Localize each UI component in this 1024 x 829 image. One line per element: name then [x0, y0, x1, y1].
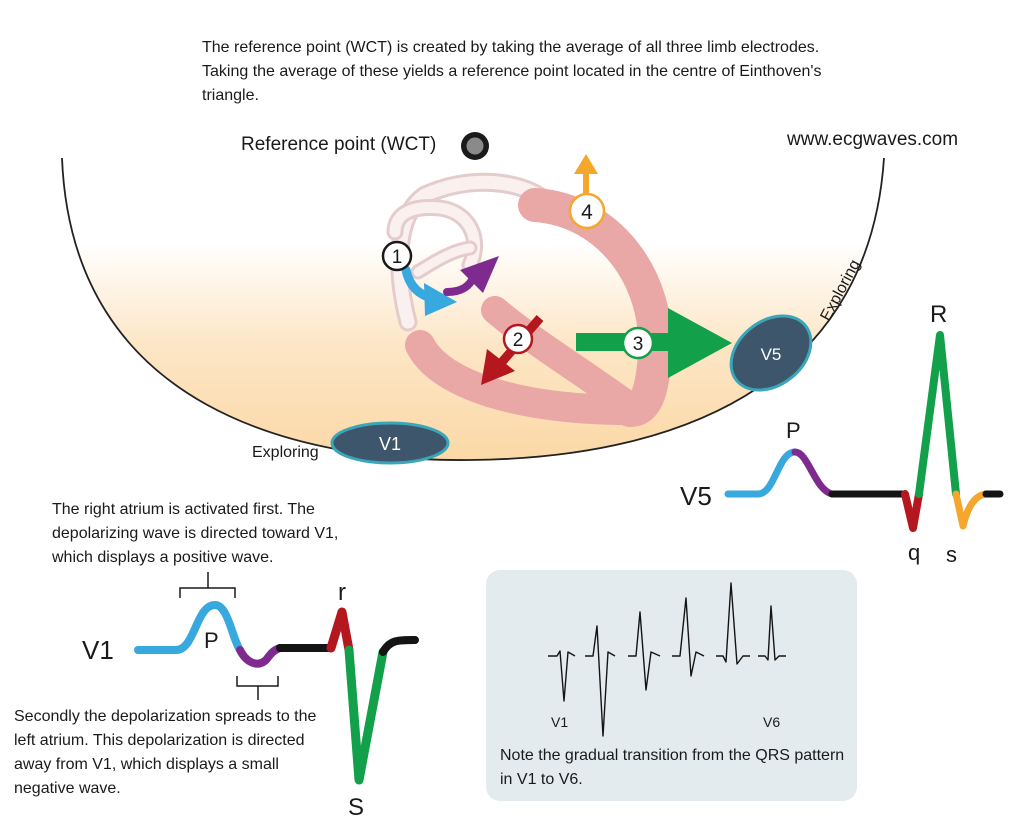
mini-trace-v4	[672, 597, 705, 677]
note-left-atrium: Secondly the depolarization spreads to t…	[14, 708, 317, 797]
note-right-atrium: The right atrium is activated first. The…	[52, 501, 339, 566]
chest-outline	[61, 157, 885, 461]
transition-note: Note the gradual transition from the QRS…	[500, 747, 845, 788]
vector-3-label: 3	[633, 334, 644, 355]
mini-trace-v2	[585, 625, 616, 737]
website-label: www.ecgwaves.com	[787, 129, 959, 150]
electrode-v1-role-label: Exploring	[252, 444, 319, 461]
vector-3: 3	[576, 308, 732, 378]
v1-lead-label: V1	[82, 635, 114, 665]
v5-q-label: q	[908, 540, 920, 565]
vector-2: 2	[481, 315, 544, 385]
reference-point-label: Reference point (WCT)	[241, 134, 437, 155]
electrode-v5: V5	[729, 314, 813, 392]
vector-4-label: 4	[581, 201, 593, 224]
transition-first-lead-label: V1	[551, 714, 568, 730]
v5-p-label: P	[786, 418, 801, 443]
v1-p-label: P	[204, 628, 219, 653]
mini-trace-v3	[628, 611, 661, 691]
intro-text: The reference point (WCT) is created by …	[202, 39, 822, 104]
v5-s-label: s	[946, 542, 957, 567]
p-wave-bracket-top	[179, 572, 236, 598]
electrode-v1: V1	[330, 421, 450, 465]
v1-s-label: S	[348, 794, 364, 821]
mini-trace-v6	[758, 605, 786, 661]
transition-panel	[486, 570, 857, 801]
mini-trace-v5	[716, 582, 750, 665]
precordial-transition-traces	[548, 582, 786, 737]
electrode-v5-label: V5	[761, 345, 782, 364]
vector-1: 1	[381, 240, 499, 316]
vector-2-label: 2	[513, 330, 524, 351]
vector-1-label: 1	[392, 247, 403, 268]
reference-point-icon	[461, 132, 489, 160]
v1-r-label: r	[338, 579, 346, 606]
v5-ecg-trace	[724, 331, 1004, 532]
v5-lead-label: V5	[680, 481, 712, 511]
transition-last-lead-label: V6	[763, 714, 780, 730]
v5-r-label: R	[930, 301, 947, 328]
v1-ecg-trace	[134, 601, 419, 785]
p-wave-bracket-bottom	[236, 676, 279, 700]
mini-trace-v1	[548, 650, 576, 702]
vector-4: 4	[568, 154, 606, 230]
electrode-v1-label: V1	[379, 434, 401, 454]
